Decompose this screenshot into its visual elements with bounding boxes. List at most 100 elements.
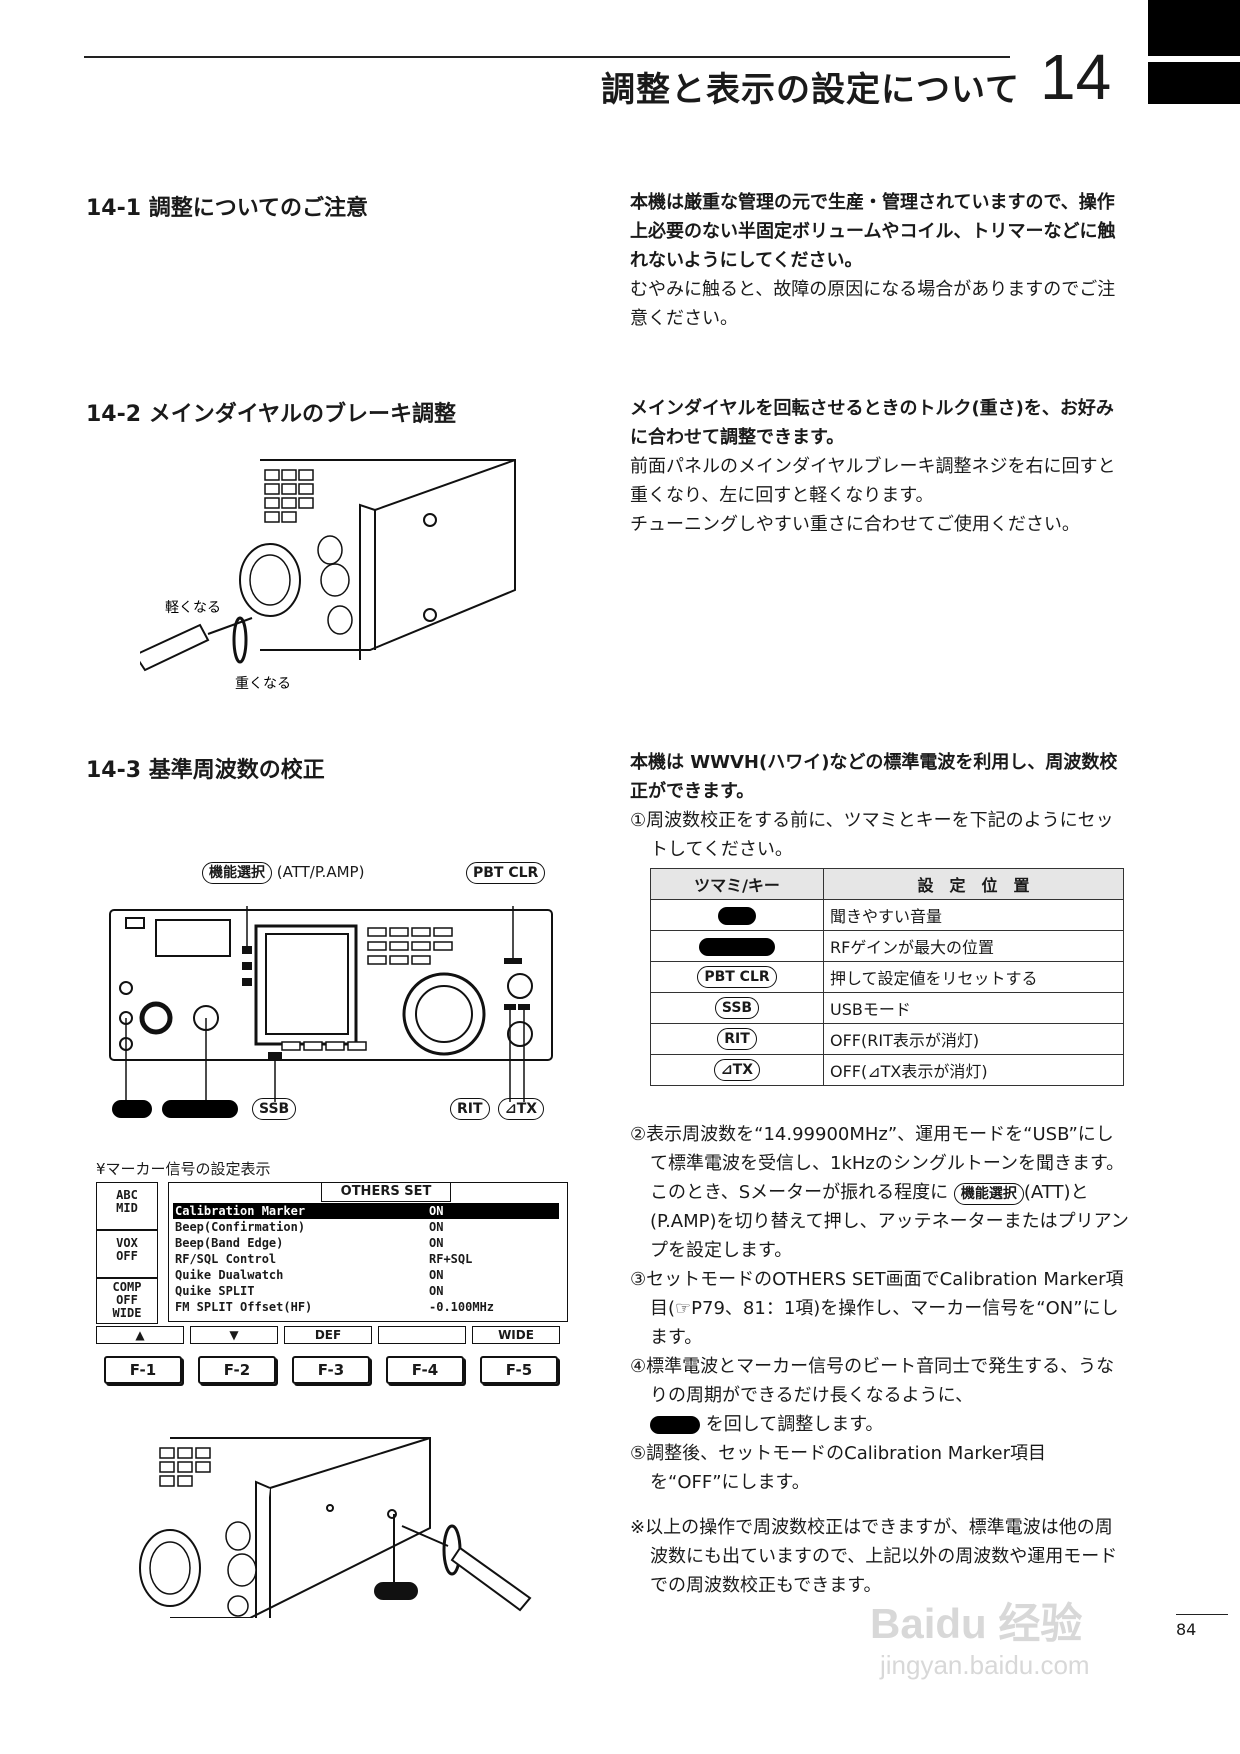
setting-value: ON bbox=[429, 1284, 444, 1298]
chapter-tab-lower bbox=[1148, 62, 1240, 104]
pbt-clr-key: PBT CLR bbox=[697, 966, 777, 988]
rit-key: RIT bbox=[717, 1028, 757, 1050]
table-header-position: 設 定 位 置 bbox=[823, 868, 1124, 900]
f1-key[interactable]: F-1 bbox=[104, 1356, 182, 1384]
f2-key[interactable]: F-2 bbox=[198, 1356, 276, 1384]
setting-row[interactable]: RF/SQL Control RF+SQL bbox=[173, 1251, 559, 1267]
table-row: PBT CLR 押して設定値をリセットする bbox=[650, 961, 1124, 993]
calibration-knob-symbol bbox=[650, 1416, 700, 1434]
section-14-1-body: 本機は厳重な管理の元で生産・管理されていますので、操作上必要のない半固定ボリュー… bbox=[630, 188, 1130, 333]
watermark-logo: Baidu 经验 bbox=[870, 1600, 1083, 1647]
table-cell-value: OFF(RIT表示が消灯) bbox=[823, 1023, 1124, 1055]
table-cell-value: 押して設定値をリセットする bbox=[823, 961, 1124, 993]
section-14-3-bold: 本機は WWVH(ハワイ)などの標準電波を利用し、周波数校正ができます。 bbox=[630, 752, 1118, 802]
f5-key[interactable]: F-5 bbox=[480, 1356, 558, 1384]
fn-label-up: ▲ bbox=[96, 1326, 184, 1344]
section-14-1-bold: 本機は厳重な管理の元で生産・管理されていますので、操作上必要のない半固定ボリュー… bbox=[630, 192, 1116, 271]
section-14-1-title: 14-1 調整についてのご注意 bbox=[86, 196, 369, 221]
table-header-key: ツマミ/キー bbox=[650, 868, 824, 900]
setting-value: RF+SQL bbox=[429, 1252, 473, 1266]
others-set-title: OTHERS SET bbox=[321, 1183, 451, 1202]
table-row: RIT OFF(RIT表示が消灯) bbox=[650, 1023, 1124, 1055]
setting-name: Beep(Confirmation) bbox=[175, 1220, 306, 1234]
step-3: ③セットモードのOTHERS SET画面でCalibration Marker項… bbox=[630, 1269, 1124, 1348]
setting-name: Quike SPLIT bbox=[175, 1284, 255, 1298]
marker-caption: ¥マーカー信号の設定表示 bbox=[96, 1160, 271, 1178]
section-14-3-steps: ②表示周波数を“14.99900MHz”、運用モードを“USB”にして標準電波を… bbox=[630, 1120, 1130, 1600]
af-knob-symbol bbox=[718, 906, 756, 925]
fn-label-down: ▼ bbox=[190, 1326, 278, 1344]
table-row: SSB USBモード bbox=[650, 992, 1124, 1024]
section-14-3-title: 14-3 基準周波数の校正 bbox=[86, 758, 325, 783]
setting-name: Beep(Band Edge) bbox=[175, 1236, 284, 1250]
setting-value: -0.100MHz bbox=[429, 1300, 495, 1314]
rit-label: RIT bbox=[450, 1098, 490, 1120]
setting-value: ON bbox=[429, 1204, 444, 1218]
table-cell-value: OFF(⊿TX表示が消灯) bbox=[823, 1054, 1124, 1086]
setting-name: RF/SQL Control bbox=[175, 1252, 277, 1266]
fn-label-empty bbox=[378, 1326, 466, 1344]
af-knob-label bbox=[112, 1100, 152, 1118]
rf-knob-symbol bbox=[699, 937, 775, 956]
step-2: ②表示周波数を“14.99900MHz”、運用モードを“USB”にして標準電波を… bbox=[630, 1124, 1125, 1174]
table-cell-value: RFゲインが最大の位置 bbox=[823, 930, 1124, 962]
settings-table: ツマミ/キー 設 定 位 置 聞きやすい音量 RFゲインが最大の位置 PBT C… bbox=[650, 868, 1124, 1086]
setting-row[interactable]: Quike Dualwatch ON bbox=[173, 1267, 559, 1283]
setting-row[interactable]: Beep(Band Edge) ON bbox=[173, 1235, 559, 1251]
step-4-end: を回して調整します。 bbox=[705, 1414, 884, 1435]
dial-brake-illustration: 軽くなる 重くなる bbox=[140, 459, 516, 692]
chapter-number: 14 bbox=[1040, 41, 1112, 113]
dtx-label: ⊿TX bbox=[498, 1098, 545, 1120]
step-4: ④標準電波とマーカー信号のビート音同士で発生する、うなりの周期ができるだけ長くな… bbox=[630, 1356, 1115, 1406]
page-number: 84 bbox=[1176, 1620, 1197, 1639]
function-label-bar: ▲ ▼ DEF WIDE bbox=[96, 1326, 568, 1344]
step-2-continued-b: (ATT)と(P.AMP)を切り替えて押し、アッテネーターまたはプリアンプを設定… bbox=[650, 1182, 1129, 1261]
fn-label-wide: WIDE bbox=[472, 1326, 560, 1344]
f4-key[interactable]: F-4 bbox=[386, 1356, 464, 1384]
note: ※以上の操作で周波数校正はできますが、標準電波は他の周波数にも出ていますので、上… bbox=[630, 1517, 1118, 1596]
chapter-title: 調整と表示の設定について bbox=[601, 70, 1020, 110]
setting-name: FM SPLIT Offset(HF) bbox=[175, 1300, 313, 1314]
chapter-tab bbox=[1148, 0, 1240, 56]
setting-row[interactable]: Beep(Confirmation) ON bbox=[173, 1219, 559, 1235]
step-2-continued: このとき、Sメーターが振れる程度に bbox=[650, 1182, 949, 1203]
page-rule bbox=[1176, 1614, 1228, 1615]
f3-key[interactable]: F-3 bbox=[292, 1356, 370, 1384]
dtx-key: ⊿TX bbox=[713, 1059, 761, 1081]
func-select-label: 機能選択 bbox=[202, 862, 272, 884]
header-rule bbox=[84, 56, 1010, 58]
label-heavier: 重くなる bbox=[235, 676, 291, 692]
panel-bottom-labels: SSB RIT ⊿TX bbox=[112, 1098, 572, 1122]
setting-value: ON bbox=[429, 1220, 444, 1234]
setting-row[interactable]: Quike SPLIT ON bbox=[173, 1283, 559, 1299]
section-14-2-bold: メインダイヤルを回転させるときのトルク(重さ)を、お好みに合わせて調整できます。 bbox=[630, 398, 1114, 448]
setting-row[interactable]: FM SPLIT Offset(HF) -0.100MHz bbox=[173, 1299, 559, 1315]
panel-label-func: 機能選択 (ATT/P.AMP) bbox=[202, 862, 364, 884]
setting-row-selected[interactable]: Calibration Marker ON bbox=[173, 1203, 559, 1219]
setting-name: Quike Dualwatch bbox=[175, 1268, 284, 1282]
func-select-sub: (ATT/P.AMP) bbox=[276, 863, 365, 881]
section-14-2-title: 14-2 メインダイヤルのブレーキ調整 bbox=[86, 402, 457, 427]
section-14-3-intro: 本機は WWVH(ハワイ)などの標準電波を利用し、周波数校正ができます。 ①周波… bbox=[630, 748, 1130, 864]
setting-value: ON bbox=[429, 1236, 444, 1250]
step-1: ①周波数校正をする前に、ツマミとキーを下記のようにセットしてください。 bbox=[630, 810, 1114, 860]
function-keys: F-1 F-2 F-3 F-4 F-5 bbox=[104, 1356, 564, 1386]
front-panel-illustration bbox=[109, 906, 553, 1102]
setting-name: Calibration Marker bbox=[175, 1204, 306, 1218]
table-row: ⊿TX OFF(⊿TX表示が消灯) bbox=[650, 1054, 1124, 1086]
calibration-adjust-illustration bbox=[139, 1437, 532, 1618]
step-5: ⑤調整後、セットモードのCalibration Marker項目を“OFF”にし… bbox=[630, 1443, 1047, 1493]
pbt-clr-label: PBT CLR bbox=[466, 862, 546, 884]
ssb-key: SSB bbox=[714, 997, 760, 1019]
rf-knob-label bbox=[162, 1100, 238, 1118]
setting-value: ON bbox=[429, 1268, 444, 1282]
table-cell-value: 聞きやすい音量 bbox=[823, 899, 1124, 931]
table-row: 聞きやすい音量 bbox=[650, 899, 1124, 931]
section-14-2-text2: チューニングしやすい重さに合わせてご使用ください。 bbox=[630, 514, 1080, 535]
section-14-1-text: むやみに触ると、故障の原因になる場合がありますのでご注意ください。 bbox=[630, 279, 1116, 329]
